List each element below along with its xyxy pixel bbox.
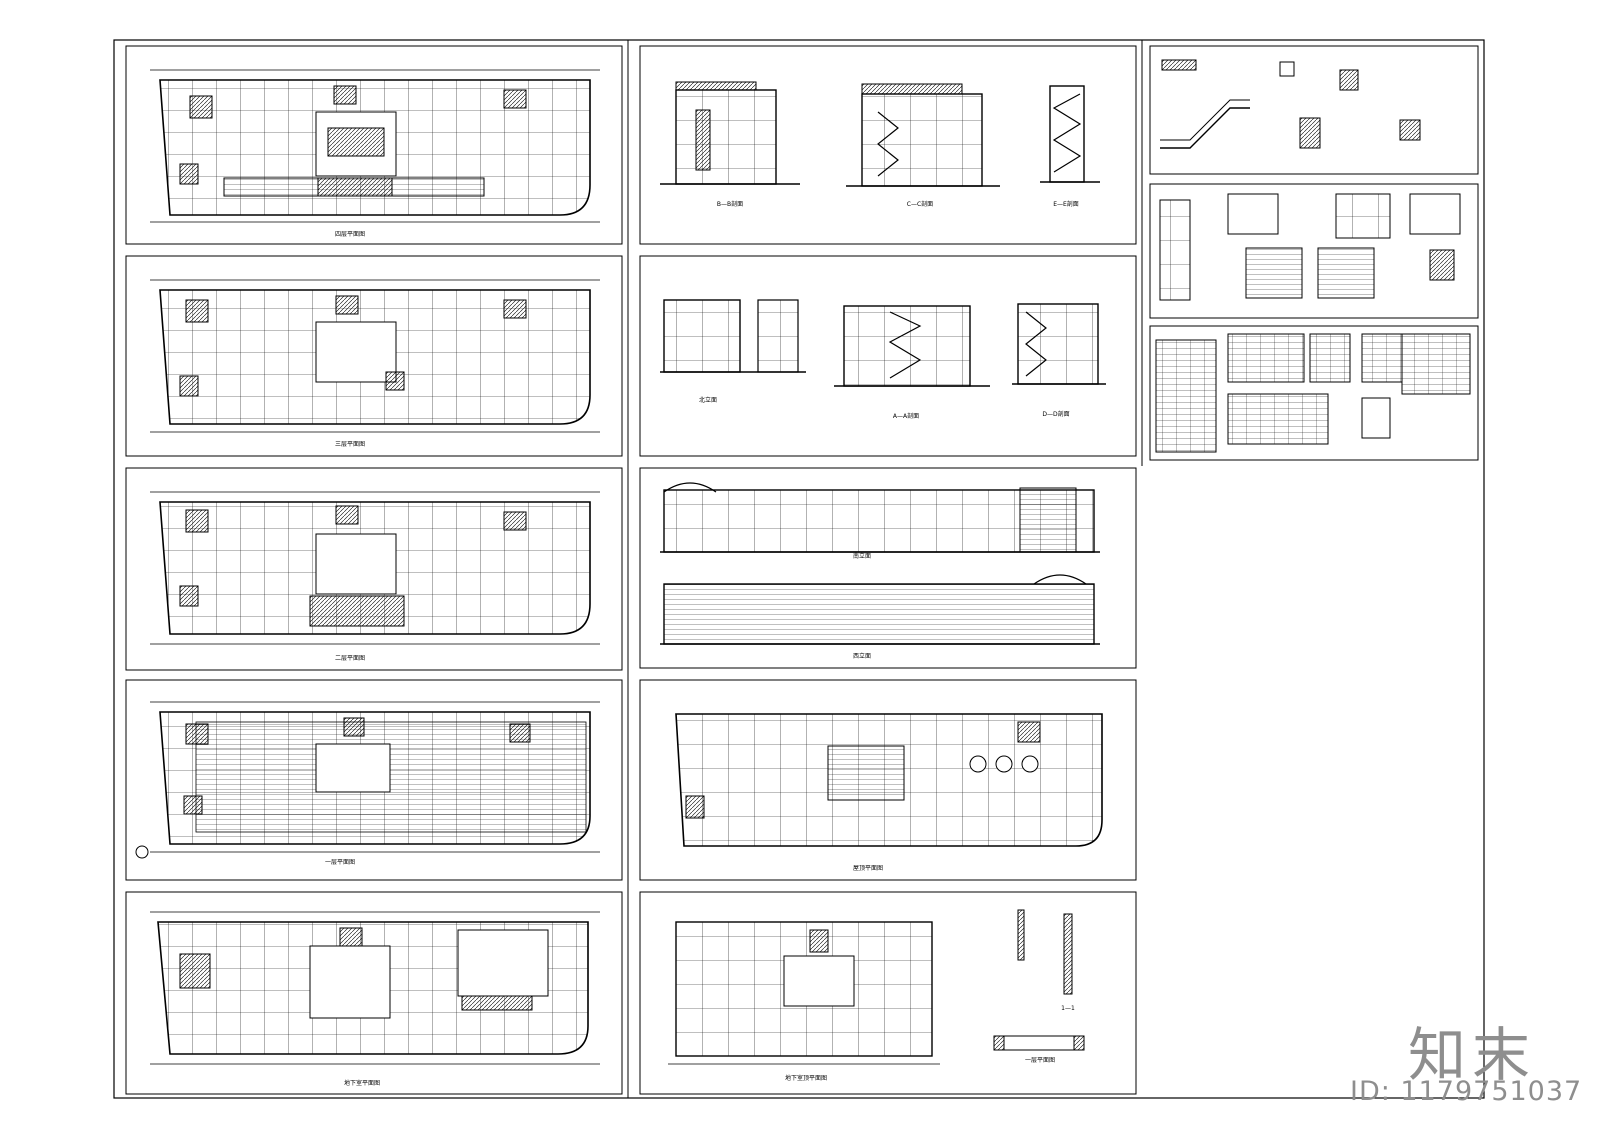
elevation-label: 北立面 [699,396,717,404]
panel-roof-plan: 屋顶平面图 [639,679,1137,881]
section-label: E—E剖面 [1053,200,1079,208]
panel-north-elevation-sections: 北立面 A—A剖面 D—D剖面 [639,255,1137,457]
panel-title: 一层平面图 [325,859,355,866]
panel-south-west-elevations: 南立面 西立面 [639,467,1137,669]
panel-sections-b-c-e: B—B剖面 C—C剖面 E—E剖面 [639,45,1137,245]
panel-door-window-schedule [1149,325,1479,461]
panel-first-floor-plan: 一层平面图 [125,679,623,881]
panel-title: 三层平面图 [335,441,365,448]
panel-title: 二层平面图 [335,655,365,662]
panel-title: 屋顶平面图 [853,865,883,872]
panel-stair-details [1149,45,1479,175]
panel-basement-plan: 地下室平面图 [125,891,623,1095]
section-label: B—B剖面 [717,200,743,208]
detail-label: 1—1 [1061,1005,1075,1012]
elevation-label: 西立面 [853,652,871,660]
section-label: A—A剖面 [893,412,919,420]
section-label: C—C剖面 [907,200,933,208]
panel-room-details [1149,183,1479,319]
watermark-id: ID: 1179751037 [1350,1076,1583,1107]
panel-third-floor-plan: 三层平面图 [125,255,623,457]
sheet-border [113,39,1485,1099]
panel-title: 地下室顶平面图 [785,1074,827,1082]
detail-label: 一层平面图 [1025,1057,1055,1064]
panel-title: 地下室平面图 [344,1079,380,1087]
panel-title: 四层平面图 [335,231,365,238]
panel-fourth-floor-plan: 四层平面图 [125,45,623,245]
panel-second-floor-plan: 二层平面图 [125,467,623,671]
elevation-label: 南立面 [853,552,871,560]
section-label: D—D剖面 [1042,410,1069,418]
panel-basement-roof-plan: 地下室顶平面图 1—1 一层平面图 [639,891,1137,1095]
watermark-logo: 知末 [1408,1021,1537,1089]
